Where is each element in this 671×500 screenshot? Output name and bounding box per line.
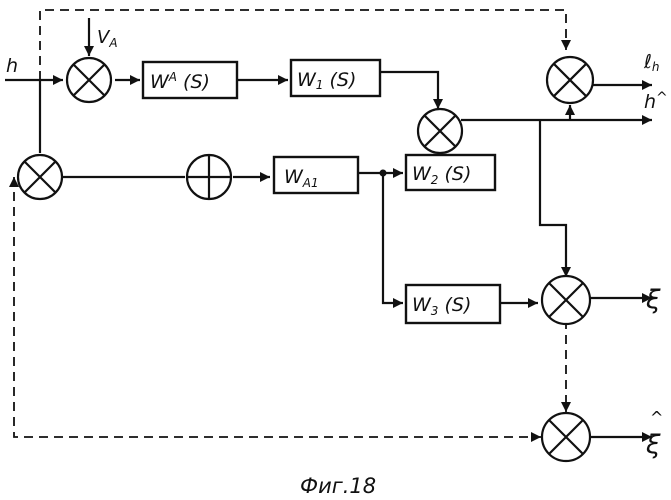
- svg-text:WA (S): WA (S): [150, 70, 210, 93]
- svg-text:W1 (S): W1 (S): [297, 69, 356, 92]
- sum-node-2: [418, 109, 462, 153]
- label-output-xi-hat: ξ: [645, 430, 661, 460]
- output-node-xi: [542, 276, 590, 324]
- svg-text:W3 (S): W3 (S): [412, 294, 471, 318]
- output-node-lh: [547, 57, 593, 103]
- junction-dot: [380, 170, 387, 177]
- label-output-xi: ξ: [645, 285, 661, 315]
- svg-text:W2 (S): W2 (S): [412, 163, 471, 187]
- figure-caption: Фиг.18: [300, 474, 376, 498]
- sum-node-1: [67, 58, 111, 102]
- block-wa1: WA1: [274, 157, 358, 193]
- arrowheads: [9, 40, 652, 442]
- label-disturbance-va: VA: [97, 27, 118, 50]
- block-wa: WA (S): [143, 62, 237, 98]
- label-output-h-hat: h^: [644, 90, 668, 113]
- label-input-h: h: [6, 55, 18, 77]
- block-w1: W1 (S): [291, 60, 380, 96]
- label-output-xi-hat-mark: ^: [650, 408, 663, 427]
- comparator-node: [18, 155, 62, 199]
- output-node-xi-hat: [542, 413, 590, 461]
- block-w3: W3 (S): [406, 285, 500, 323]
- label-output-lh: ℓh: [643, 51, 659, 74]
- block-w2: W2 (S): [406, 155, 495, 190]
- plus-node: [187, 155, 231, 199]
